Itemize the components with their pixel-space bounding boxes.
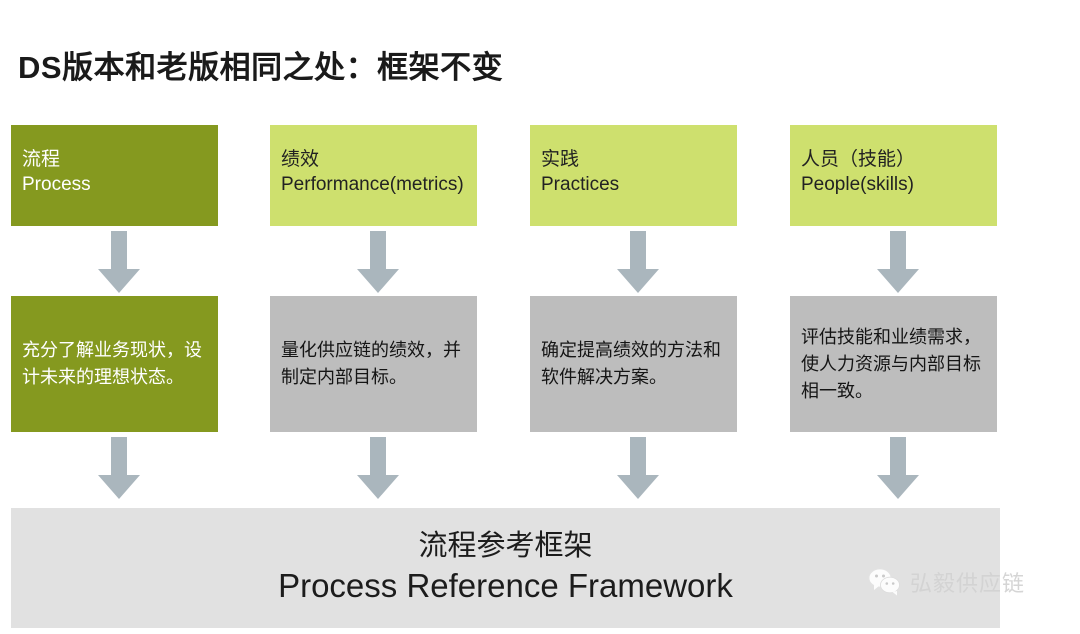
arrow-down-icon — [96, 437, 142, 501]
arrow-down-icon — [355, 231, 401, 295]
detail-box-process: 充分了解业务现状，设计未来的理想状态。 — [11, 296, 218, 432]
detail-box-performance-text: 量化供应链的绩效，并制定内部目标。 — [281, 340, 461, 387]
detail-box-people: 评估技能和业绩需求，使人力资源与内部目标相一致。 — [790, 296, 997, 432]
detail-box-process-text: 充分了解业务现状，设计未来的理想状态。 — [22, 340, 202, 387]
arrow-down-icon — [875, 437, 921, 501]
page-title: DS版本和老版相同之处：框架不变 — [18, 50, 504, 85]
header-box-process-text: 流程 Process — [22, 149, 91, 196]
header-box-performance-text: 绩效 Performance(metrics) — [281, 149, 464, 196]
detail-box-performance: 量化供应链的绩效，并制定内部目标。 — [270, 296, 477, 432]
arrow-down-icon — [96, 231, 142, 295]
watermark: 弘毅供应链 — [868, 566, 1025, 598]
header-box-performance: 绩效 Performance(metrics) — [270, 125, 477, 226]
arrow-down-icon — [355, 437, 401, 501]
header-box-practices: 实践 Practices — [530, 125, 737, 226]
arrow-down-icon — [875, 231, 921, 295]
footer-title-en: Process Reference Framework — [278, 567, 733, 605]
arrow-down-icon — [615, 437, 661, 501]
header-box-process: 流程 Process — [11, 125, 218, 226]
footer-title-cn: 流程参考框架 — [418, 530, 593, 563]
header-box-practices-text: 实践 Practices — [541, 149, 620, 196]
header-box-people-text: 人员（技能） People(skills) — [801, 149, 916, 196]
detail-box-people-text: 评估技能和业绩需求，使人力资源与内部目标相一致。 — [801, 326, 981, 401]
wechat-icon — [868, 567, 902, 597]
arrow-down-icon — [615, 231, 661, 295]
footer-framework-bar: 流程参考框架 Process Reference Framework — [11, 508, 1000, 628]
detail-box-practices-text: 确定提高绩效的方法和软件解决方案。 — [541, 340, 721, 387]
detail-box-practices: 确定提高绩效的方法和软件解决方案。 — [530, 296, 737, 432]
watermark-text: 弘毅供应链 — [910, 571, 1026, 596]
header-box-people: 人员（技能） People(skills) — [790, 125, 997, 226]
